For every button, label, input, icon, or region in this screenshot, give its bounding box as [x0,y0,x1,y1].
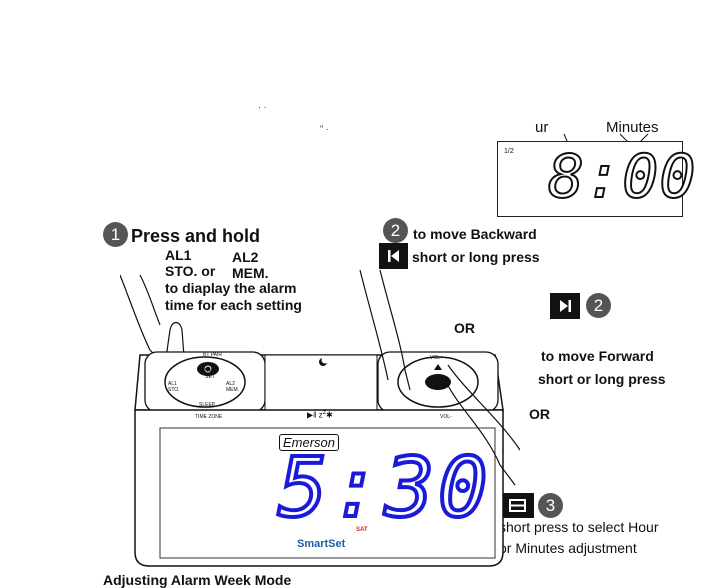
hand-middle-outline [379,270,411,391]
sto-or-label: STO. or [165,263,216,279]
time-set-label: TIME SET [204,368,216,380]
vol-minus-label: VOL- [440,414,452,420]
small-lcd-display: 1/2 8:00 [497,141,697,217]
smartset-logo: SmartSet [297,538,346,550]
skip-back-icon [379,243,408,269]
time-zone-label: TIME ZONE [195,414,223,420]
minutes-label: Minutes [606,119,659,136]
step-1-line-1: to diaplay the alarm [165,280,297,296]
clock-radio-illustration [120,270,520,567]
step-1-line-2: time for each setting [165,297,302,313]
or-label-1: OR [454,320,475,336]
hand-left-outline [120,274,186,383]
step-1-title: Press and hold [131,226,261,246]
clock-display-time: 5:30 [276,441,492,536]
lcd-time: 8:00 [547,142,697,212]
bt-pair-label: BT PAIR [203,352,222,358]
brand-logo: Emerson [279,434,340,451]
step-2-fwd-sub: short or long press [538,371,666,387]
scan-artifact: · · [258,102,267,112]
hand-right-outline [444,379,516,486]
mem-label: MEM. [232,265,269,281]
day-indicator: SAT [356,527,368,533]
step-2-back-sub: short or long press [412,249,540,265]
scan-artifact: " · [320,124,329,134]
set-button [425,374,451,390]
clock-screen-frame [159,427,496,559]
step-3-line-2: or Minutes adjustment [499,540,637,556]
skip-forward-icon [550,293,580,319]
step-2-back-badge: 2 [383,218,408,243]
step-2-back-title: to move Backward [413,226,537,242]
lcd-indicator: 1/2 [504,148,514,155]
power-button [197,362,219,376]
footer-heading: Adjusting Alarm Week Mode [103,572,292,588]
step-3-badge: 3 [538,493,563,518]
sleep-label: SLEEP [199,402,216,408]
al1-label: AL1 [165,247,192,263]
hand-left-outline-2 [139,274,161,326]
hour-label: ur [535,119,549,136]
step-2-fwd-badge: 2 [586,293,611,318]
al2-label: AL2 [232,249,259,265]
al1-sto-label: AL1 STO. [168,381,180,393]
or-label-2: OR [529,406,550,422]
left-dial [164,356,246,408]
step-2-fwd-title: to move Forward [541,348,654,364]
al2-mem-label: AL2 MEM. [226,381,240,393]
step-1-badge: 1 [103,222,128,247]
step-3-line-1: short press to select Hour [499,519,659,535]
set-button-icon [501,493,534,518]
vol-plus-label: VOL+ [430,355,443,361]
play-sleep-icons: ▶‖ zz✱ [307,409,333,420]
